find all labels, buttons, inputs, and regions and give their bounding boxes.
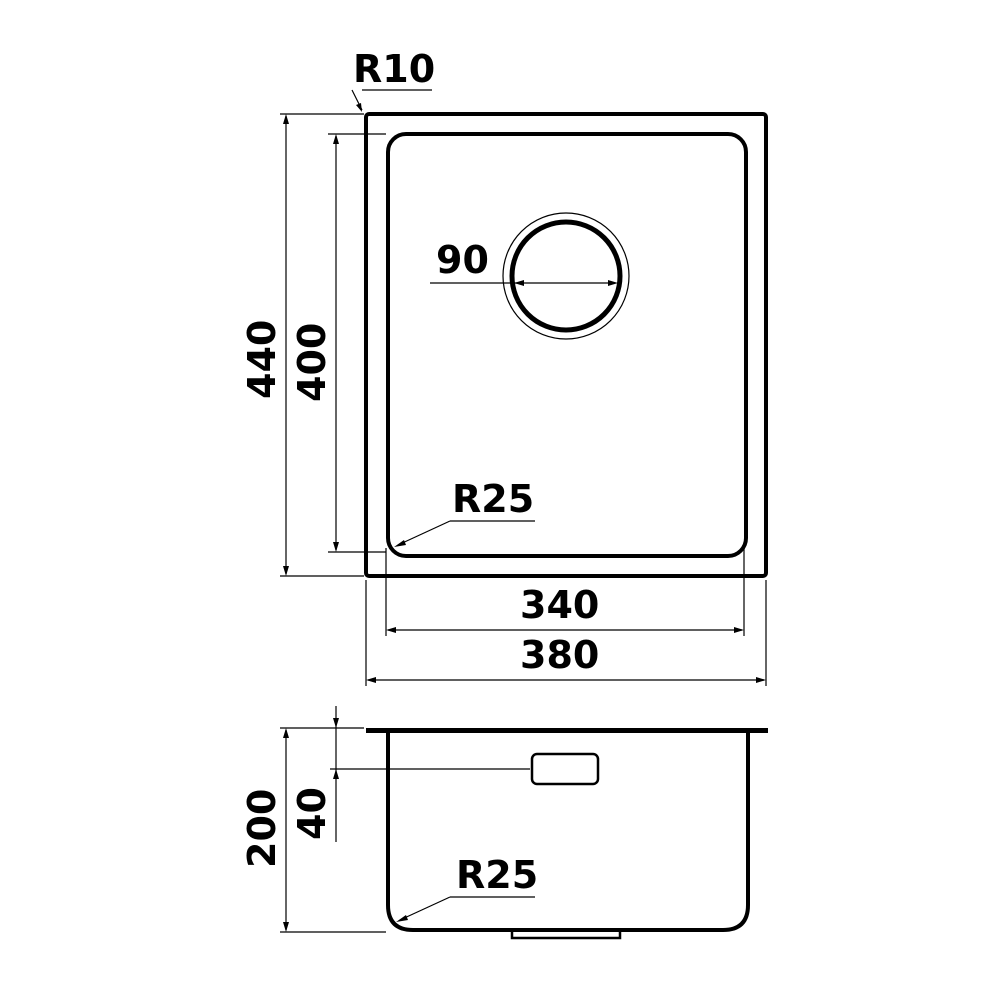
overflow-offset-label: 40 bbox=[290, 787, 334, 840]
bottom-radius-label: R25 bbox=[456, 853, 538, 897]
corner-radius-label: R10 bbox=[353, 47, 435, 91]
inner-corner-leader bbox=[397, 520, 451, 546]
side-bowl-profile bbox=[386, 732, 750, 932]
corner-radius-arrow bbox=[356, 103, 362, 112]
sink-inner-bowl bbox=[386, 132, 748, 558]
outer-width-arrow-left bbox=[366, 677, 376, 683]
inner-height-arrow-top bbox=[333, 134, 339, 144]
outer-height-arrow-top bbox=[283, 114, 289, 124]
top-view: 90 R10 R25 440 400 340 bbox=[240, 47, 768, 686]
drain-arrow-right bbox=[608, 280, 618, 286]
bottom-radius-arrow bbox=[396, 915, 408, 922]
side-rim-flange bbox=[366, 728, 768, 733]
inner-corner-arrow bbox=[394, 540, 406, 547]
outer-height-label: 440 bbox=[240, 320, 284, 399]
outer-width-label: 380 bbox=[520, 633, 599, 677]
inner-height-arrow-bottom bbox=[333, 542, 339, 552]
side-drain-stub bbox=[510, 930, 622, 940]
outer-height-arrow-bottom bbox=[283, 566, 289, 576]
drain-arrow-left bbox=[514, 280, 524, 286]
overflow-arrow-bottom bbox=[333, 769, 339, 779]
inner-corner-radius-label: R25 bbox=[452, 477, 534, 521]
inner-width-arrow-left bbox=[386, 627, 396, 633]
overflow-arrow-top bbox=[333, 718, 339, 728]
drain-hole bbox=[509, 219, 623, 333]
sink-outer-rim bbox=[364, 112, 768, 578]
depth-arrow-bottom bbox=[283, 922, 289, 932]
drain-diameter-label: 90 bbox=[436, 238, 489, 282]
drain-outer-ring bbox=[502, 212, 630, 340]
inner-height-label: 400 bbox=[290, 323, 334, 402]
bottom-radius-leader bbox=[399, 896, 451, 921]
overflow-slot bbox=[530, 752, 600, 786]
depth-arrow-top bbox=[283, 728, 289, 738]
outer-width-arrow-right bbox=[756, 677, 766, 683]
side-view: 200 40 R25 bbox=[240, 706, 768, 940]
inner-width-arrow-right bbox=[734, 627, 744, 633]
inner-width-label: 340 bbox=[520, 583, 599, 627]
depth-label: 200 bbox=[240, 789, 284, 868]
